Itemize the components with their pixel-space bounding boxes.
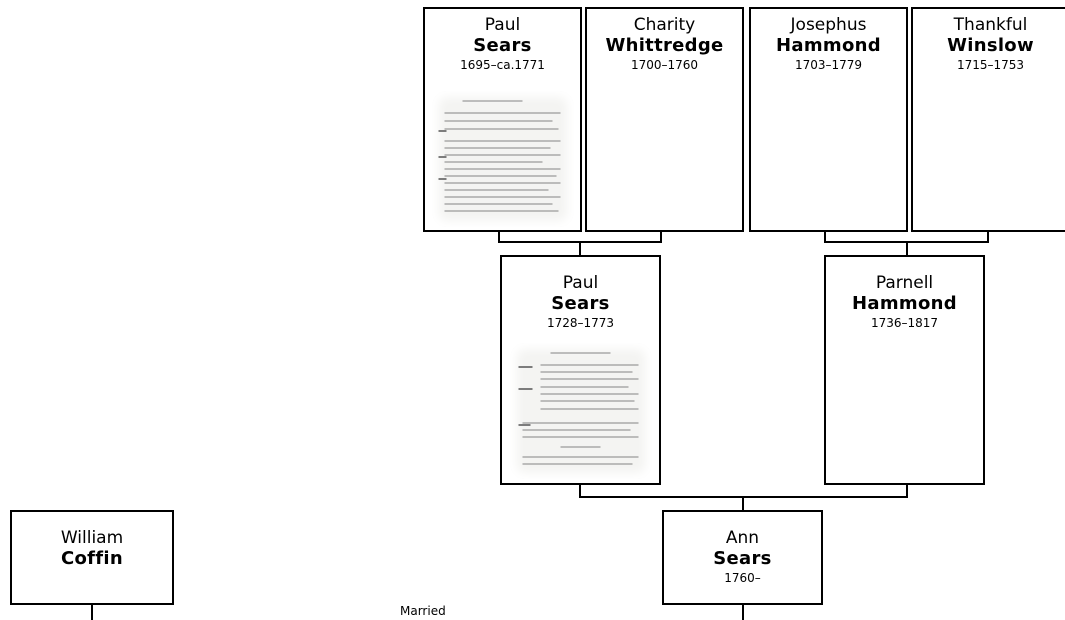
surname: Hammond <box>852 293 957 314</box>
given-name: Josephus <box>790 15 867 35</box>
connector-line <box>906 485 908 497</box>
connector-line <box>824 241 989 243</box>
connector-line <box>579 496 908 498</box>
surname: Sears <box>551 293 610 314</box>
life-dates: 1703–1779 <box>794 58 863 72</box>
person-card-paul-sears-1728[interactable]: Paul Sears 1728–1773 <box>500 255 661 485</box>
given-name: William <box>60 528 124 548</box>
given-name: Paul <box>562 273 599 293</box>
connector-line <box>498 241 662 243</box>
document-scan-image <box>518 352 638 465</box>
person-card-ann-sears[interactable]: Ann Sears 1760– <box>662 510 823 605</box>
connector-line <box>906 243 908 256</box>
document-scan-image <box>438 100 560 212</box>
given-name: Ann <box>725 528 760 548</box>
connector-line <box>579 485 581 497</box>
given-name: Paul <box>484 15 521 35</box>
person-card-josephus-hammond[interactable]: Josephus Hammond 1703–1779 <box>749 7 908 232</box>
marriage-line <box>742 605 744 620</box>
given-name: Charity <box>633 15 696 35</box>
person-card-william-coffin[interactable]: William Coffin <box>10 510 174 605</box>
connector-line <box>742 498 744 510</box>
person-card-thankful-winslow[interactable]: Thankful Winslow 1715–1753 <box>911 7 1065 232</box>
person-card-paul-sears-1695[interactable]: Paul Sears 1695–ca.1771 <box>423 7 582 232</box>
life-dates: 1760– <box>724 571 761 585</box>
life-dates: 1695–ca.1771 <box>460 58 545 72</box>
connector-line <box>660 232 662 243</box>
surname: Sears <box>713 548 772 569</box>
connector-line <box>987 232 989 243</box>
life-dates: 1736–1817 <box>870 316 939 330</box>
person-card-parnell-hammond[interactable]: Parnell Hammond 1736–1817 <box>824 255 985 485</box>
surname: Hammond <box>776 35 881 56</box>
surname: Winslow <box>947 35 1034 56</box>
life-dates: 1715–1753 <box>956 58 1025 72</box>
married-label: Married <box>400 604 446 618</box>
connector-line <box>498 232 500 243</box>
document-scan-thumbnail[interactable] <box>510 343 651 479</box>
life-dates: 1700–1760 <box>630 58 699 72</box>
connector-line <box>824 232 826 243</box>
document-scan-thumbnail[interactable] <box>432 91 573 227</box>
life-dates: 1728–1773 <box>546 316 615 330</box>
given-name: Thankful <box>953 15 1028 35</box>
surname: Sears <box>473 35 532 56</box>
connector-line <box>579 243 581 256</box>
surname: Whittredge <box>605 35 724 56</box>
marriage-line <box>91 605 93 620</box>
person-card-charity-whittredge[interactable]: Charity Whittredge 1700–1760 <box>585 7 744 232</box>
surname: Coffin <box>60 548 124 569</box>
given-name: Parnell <box>875 273 934 293</box>
